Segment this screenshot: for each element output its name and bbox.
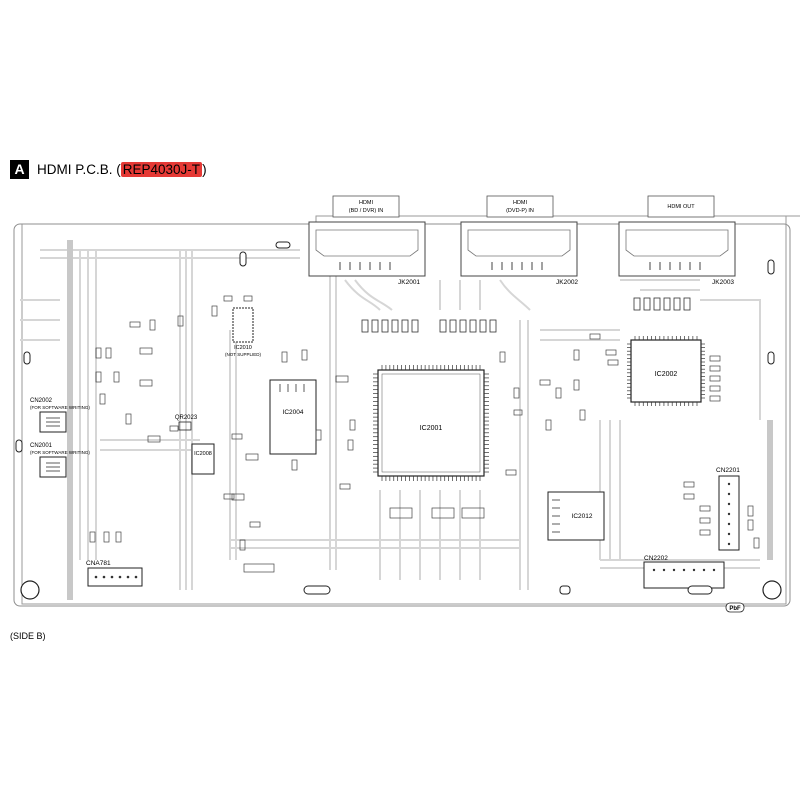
side-label: (SIDE B) xyxy=(10,631,46,641)
ic2010-label: IC2010 xyxy=(234,345,252,351)
section-letter-badge: A xyxy=(10,159,29,179)
cn2201-connector: CN2201 xyxy=(716,467,740,551)
ic2008-label: IC2008 xyxy=(194,451,212,457)
board-title: HDMI P.C.B. (REP4030J-T) xyxy=(37,161,207,177)
mounting-hole-right xyxy=(762,580,782,600)
qr2023-part: QR2023 xyxy=(175,415,198,431)
pbf-badge-text: PbF xyxy=(729,606,741,612)
hdmi-bd-dvr-in-line1: HDMI xyxy=(359,200,374,206)
trace-bus xyxy=(67,240,773,600)
cn2002-label: CN2002 xyxy=(30,398,53,404)
hdmi-bd-dvr-in-label-box xyxy=(332,195,400,218)
ic2001-label: IC2001 xyxy=(420,425,443,432)
cn2001-note: (FOR SOFTWARE WRITING) xyxy=(30,450,90,455)
part-number: REP4030J-T xyxy=(120,161,203,177)
hdmi-out-line1: HDMI OUT xyxy=(667,204,695,210)
cn2002-note: (FOR SOFTWARE WRITING) xyxy=(30,405,90,410)
hdmi-dvd-p-in-line1: HDMI xyxy=(513,200,528,206)
ic2001-chip: IC2001 xyxy=(373,365,489,481)
slot-group xyxy=(15,241,775,595)
hdmi-out-label-box xyxy=(647,195,715,218)
ic2002-chip: IC2002 xyxy=(627,336,705,406)
jack-jk2001: JK2001 xyxy=(308,221,426,286)
pbf-badge: PbF xyxy=(725,602,745,613)
section-header: A HDMI P.C.B. (REP4030J-T) xyxy=(10,158,207,180)
cna781-label: CNA781 xyxy=(86,560,111,567)
ic2010-note: (NOT SUPPLIED) xyxy=(225,352,261,357)
qr2023-label: QR2023 xyxy=(175,415,198,421)
passive-components xyxy=(89,295,760,573)
jk2001-label: JK2001 xyxy=(398,279,420,286)
cn2201-label: CN2201 xyxy=(716,467,740,474)
ic2002-label: IC2002 xyxy=(655,371,678,378)
jk2003-label: JK2003 xyxy=(712,279,734,286)
hdmi-bd-dvr-in-line2: (BD / DVR) IN xyxy=(349,208,384,214)
title-suffix: ) xyxy=(202,161,207,177)
title-prefix: HDMI P.C.B. ( xyxy=(37,161,121,177)
ic2004-chip: IC2004 xyxy=(269,379,317,455)
jk2002-label: JK2002 xyxy=(556,279,578,286)
ic2008-chip: IC2008 xyxy=(191,443,215,475)
component-row-tvs xyxy=(361,297,691,333)
cn2202-label: CN2202 xyxy=(644,555,668,562)
trace-group xyxy=(20,249,761,590)
cn2001-label: CN2001 xyxy=(30,443,53,449)
cn2002-connector: CN2002 (FOR SOFTWARE WRITING) xyxy=(30,398,90,433)
jack-jk2002: JK2002 xyxy=(460,221,578,286)
ic2012-chip: IC2012 xyxy=(547,491,605,541)
mounting-hole-left xyxy=(20,580,40,600)
jack-jk2003: JK2003 xyxy=(618,221,736,286)
cna781-connector: CNA781 xyxy=(86,560,143,587)
ic2012-label: IC2012 xyxy=(572,513,593,520)
hdmi-dvd-p-in-line2: (DVD-P) IN xyxy=(506,208,534,214)
cn2202-connector: CN2202 xyxy=(643,555,725,589)
ic2010-chip: IC2010 (NOT SUPPLIED) xyxy=(225,307,261,357)
cn2001-connector: CN2001 (FOR SOFTWARE WRITING) xyxy=(30,443,90,478)
ic2004-label: IC2004 xyxy=(283,409,304,416)
hdmi-dvd-p-in-label-box xyxy=(486,195,554,218)
